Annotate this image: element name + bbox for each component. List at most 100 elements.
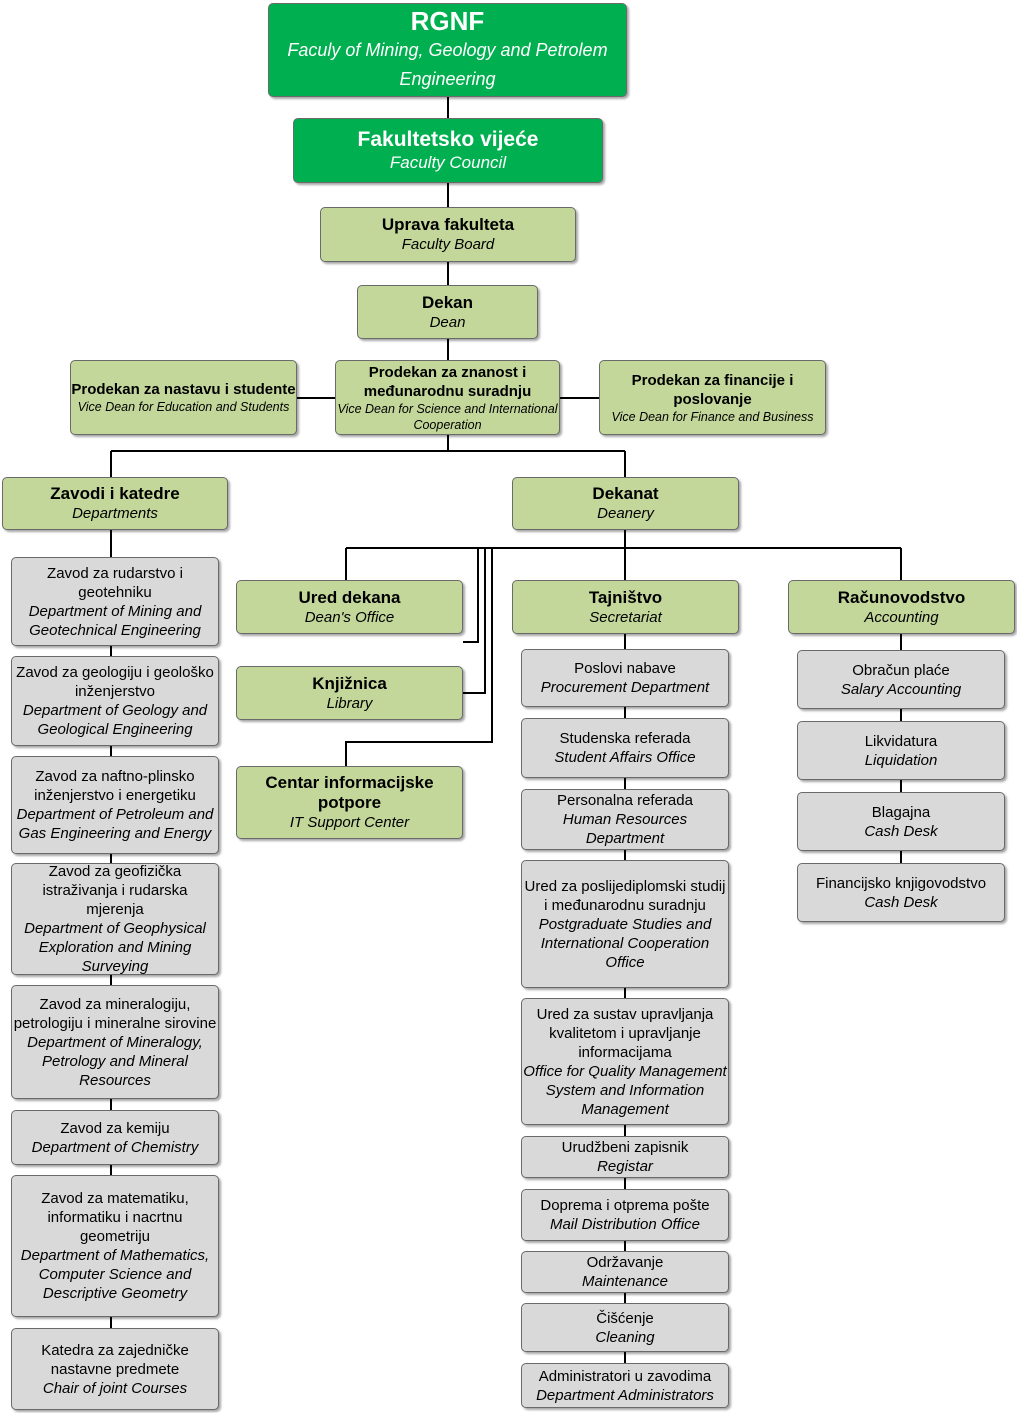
secretariat-unit-box: Doprema i otprema pošte Mail Distributio… (521, 1189, 729, 1241)
secretariat-box: Tajništvo Secretariat (512, 580, 739, 634)
dean-subtitle: Dean (429, 313, 466, 331)
secretariat-unit-en: Procurement Department (540, 679, 710, 696)
department-box: Zavod za naftno-plinsko inženjerstvo i e… (11, 756, 219, 854)
rgnf-box: RGNF Faculy of Mining, Geology and Petro… (268, 3, 627, 97)
accounting-unit-hr: Financijsko knjigovodstvo (815, 874, 987, 892)
departments-box: Zavodi i katedre Departments (2, 477, 228, 530)
secretariat-unit-hr: Studenska referada (559, 730, 691, 747)
accounting-unit-hr: Blagajna (871, 803, 931, 821)
faculty-board-box: Uprava fakulteta Faculty Board (320, 207, 576, 262)
department-box: Zavod za geologiju i geološko inženjerst… (11, 656, 219, 746)
secretariat-unit-box: Održavanje Maintenance (521, 1251, 729, 1293)
department-name-en: Department of Mineralogy, Petrology and … (27, 1033, 203, 1089)
accounting-unit-hr: Obračun plaće (852, 661, 950, 679)
secretariat-unit-hr: Poslovi nabave (574, 660, 676, 677)
library-subtitle: Library (326, 694, 373, 712)
it-support-center-box: Centar informacijske potpore IT Support … (236, 766, 463, 839)
departments-subtitle: Departments (72, 505, 158, 522)
secretariat-unit-box: Personalna referada Human Resources Depa… (521, 789, 729, 850)
secretariat-unit-en: Office for Quality Management System and… (523, 1062, 727, 1118)
department-name-hr: Katedra za zajedničke nastavne predmete (41, 1341, 189, 1378)
rgnf-subtitle: Faculy of Mining, Geology and Petrolem E… (287, 40, 608, 89)
faculty-council-box: Fakultetsko vijeće Faculty Council (293, 118, 603, 183)
secretariat-unit-box: Poslovi nabave Procurement Department (521, 649, 729, 707)
deanery-subtitle: Deanery (597, 505, 654, 522)
secretariat-unit-en: Postgraduate Studies and International C… (538, 915, 712, 971)
accounting-unit-en: Liquidation (864, 751, 938, 769)
library-title: Knjižnica (312, 673, 387, 693)
dean-box: Dekan Dean (357, 285, 538, 339)
accounting-box: Računovodstvo Accounting (788, 580, 1015, 634)
department-box: Katedra za zajedničke nastavne predmete … (11, 1328, 219, 1410)
secretariat-unit-box: Čišćenje Cleaning (521, 1303, 729, 1352)
department-box: Zavod za matematiku, informatiku i nacrt… (11, 1175, 219, 1317)
secretariat-unit-hr: Održavanje (586, 1254, 664, 1271)
vice-dean-science-subtitle: Vice Dean for Science and International … (337, 401, 558, 432)
secretariat-subtitle: Secretariat (589, 608, 662, 626)
secretariat-unit-en: Human Resources Department (562, 811, 688, 847)
deans-office-box: Ured dekana Dean's Office (236, 580, 463, 634)
secretariat-unit-box: Studenska referada Student Affairs Offic… (521, 718, 729, 778)
accounting-unit-box: Likvidatura Liquidation (797, 721, 1005, 780)
accounting-unit-hr: Likvidatura (864, 732, 938, 750)
secretariat-unit-en: Maintenance (582, 1273, 668, 1290)
secretariat-unit-hr: Urudžbeni zapisnik (561, 1139, 689, 1156)
it-support-center-title: Centar informacijske potpore (265, 773, 434, 812)
secretariat-unit-hr: Administratori u zavodima (538, 1367, 712, 1385)
vice-dean-finance-title: Prodekan za financije i poslovanje (631, 371, 794, 408)
vice-dean-finance-box: Prodekan za financije i poslovanje Vice … (599, 360, 826, 435)
library-box: Knjižnica Library (236, 666, 463, 720)
department-box: Zavod za geofizička istraživanja i rudar… (11, 863, 219, 975)
department-box: Zavod za rudarstvo i geotehniku Departme… (11, 557, 219, 646)
faculty-council-title: Fakultetsko vijeće (357, 127, 539, 151)
secretariat-unit-en: Cleaning (595, 1328, 655, 1346)
it-support-center-subtitle: IT Support Center (289, 814, 410, 831)
department-name-en: Department of Petroleum and Gas Engineer… (16, 806, 214, 842)
faculty-board-title: Uprava fakulteta (381, 215, 515, 234)
vice-dean-education-subtitle: Vice Dean for Education and Students (77, 400, 290, 414)
rgnf-title: RGNF (410, 6, 485, 36)
dean-title: Dekan (421, 292, 474, 312)
department-name-en: Department of Geophysical Exploration an… (24, 920, 206, 975)
deans-office-subtitle: Dean's Office (304, 608, 395, 626)
vice-dean-education-box: Prodekan za nastavu i studente Vice Dean… (70, 360, 297, 435)
accounting-unit-en: Salary Accounting (840, 680, 962, 698)
secretariat-unit-en: Department Administrators (536, 1386, 714, 1404)
accounting-unit-en: Cash Desk (864, 893, 938, 911)
secretariat-unit-box: Ured za poslijediplomski studij i međuna… (521, 860, 729, 988)
secretariat-unit-en: Student Affairs Office (554, 749, 696, 766)
secretariat-unit-hr: Ured za sustav upravljanja kvalitetom i … (536, 1005, 714, 1061)
department-name-hr: Zavod za geologiju i geološko inženjerst… (16, 664, 214, 700)
secretariat-unit-hr: Personalna referada (557, 792, 693, 809)
department-name-en: Department of Chemistry (31, 1138, 199, 1156)
department-name-hr: Zavod za mineralogiju, petrologiju i min… (13, 995, 217, 1032)
secretariat-unit-box: Urudžbeni zapisnik Registar (521, 1136, 729, 1178)
deanery-title: Dekanat (592, 484, 659, 503)
deanery-box: Dekanat Deanery (512, 477, 739, 530)
secretariat-unit-box: Administratori u zavodima Department Adm… (521, 1363, 729, 1408)
accounting-title: Računovodstvo (837, 587, 966, 607)
accounting-unit-box: Blagajna Cash Desk (797, 792, 1005, 851)
faculty-council-subtitle: Faculty Council (389, 152, 507, 172)
department-name-en: Department of Mining and Geotechnical En… (28, 602, 202, 639)
secretariat-unit-hr: Čišćenje (596, 1309, 654, 1327)
department-name-en: Department of Mathematics, Computer Scie… (20, 1247, 210, 1302)
secretariat-unit-box: Ured za sustav upravljanja kvalitetom i … (521, 998, 729, 1125)
secretariat-unit-en: Registar (597, 1158, 653, 1175)
department-box: Zavod za kemiju Department of Chemistry (11, 1110, 219, 1165)
vice-dean-education-title: Prodekan za nastavu i studente (71, 381, 296, 398)
accounting-unit-en: Cash Desk (864, 822, 938, 840)
departments-title: Zavodi i katedre (50, 484, 180, 503)
secretariat-unit-hr: Doprema i otprema pošte (540, 1197, 710, 1214)
department-name-en: Chair of joint Courses (42, 1379, 188, 1397)
deans-office-title: Ured dekana (298, 587, 401, 607)
secretariat-title: Tajništvo (588, 587, 663, 607)
vice-dean-science-title: Prodekan za znanost i međunarodnu suradn… (363, 363, 532, 400)
vice-dean-science-box: Prodekan za znanost i međunarodnu suradn… (335, 360, 560, 435)
department-name-hr: Zavod za kemiju (60, 1119, 170, 1137)
faculty-board-subtitle: Faculty Board (401, 236, 495, 253)
secretariat-unit-en: Mail Distribution Office (549, 1216, 701, 1233)
vice-dean-finance-subtitle: Vice Dean for Finance and Business (611, 409, 814, 424)
accounting-subtitle: Accounting (864, 608, 939, 626)
department-name-hr: Zavod za naftno-plinsko inženjerstvo i e… (34, 768, 196, 804)
